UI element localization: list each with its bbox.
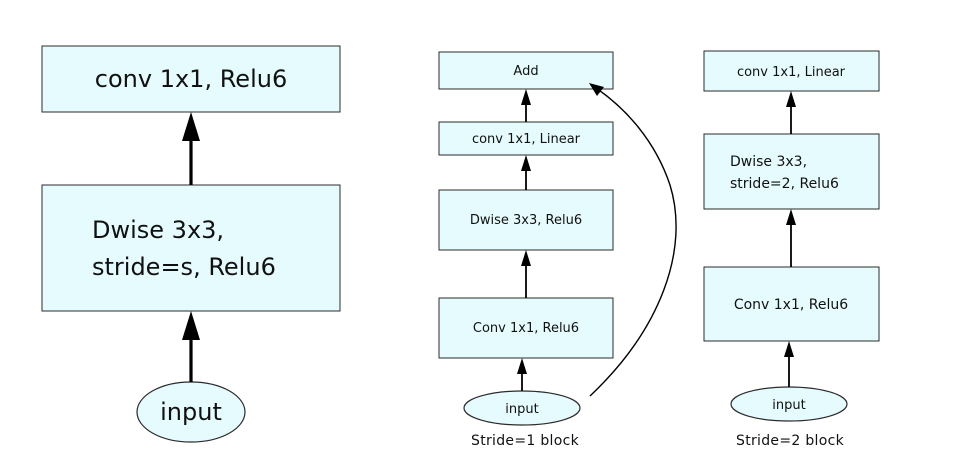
stride1-arrowhead-linear-to-add [521,89,531,105]
stride1-input-label: input [505,402,538,417]
stride1-residual-connection [589,87,677,397]
stride1-arrowhead-dwise-to-linear [521,155,531,171]
left-dwise-box [41,184,341,312]
stride2-dwise-box [703,133,880,210]
stride2-diagram: conv 1x1, Linear Dwise 3x3, stride=2, Re… [703,50,880,449]
stride1-arrowhead-input-to-conv [517,358,527,374]
stride1-add-label: Add [513,64,538,79]
stride2-conv-relu-box [703,266,880,342]
stride1-arrowhead-conv-to-dwise [521,250,531,266]
left-conv-box [41,45,341,113]
stride1-conv-linear-label: conv 1x1, Linear [472,132,581,147]
stride1-diagram: Add conv 1x1, Linear Dwise 3x3, Relu6 Co… [438,51,677,449]
stride2-conv-linear-label: conv 1x1, Linear [737,65,846,80]
stride1-conv-relu-label: Conv 1x1, Relu6 [473,321,579,336]
left-diagram: conv 1x1, Relu6 Dwise 3x3, stride=s, Rel… [41,45,341,443]
left-dwise-label-line1: Dwise 3x3, [92,216,224,244]
left-arrowhead-input-to-dwise [182,311,200,340]
stride1-dwise-label: Dwise 3x3, Relu6 [470,213,582,228]
stride2-caption: Stride=2 block [736,433,845,449]
stride1-caption: Stride=1 block [471,433,580,449]
stride1-residual-arrowhead [589,83,604,96]
stride2-arrowhead-input-to-conv [784,341,794,357]
left-input-label: input [160,398,222,426]
stride2-arrowhead-conv-to-dwise [786,209,796,225]
left-dwise-label-line2: stride=s, Relu6 [92,253,276,281]
stride2-dwise-label-line1: Dwise 3x3, [730,154,807,170]
stride2-conv-relu-label: Conv 1x1, Relu6 [734,297,848,313]
left-arrowhead-dwise-to-conv [182,112,200,141]
stride2-conv-linear-box [703,50,880,92]
stride2-input-label: input [772,398,805,413]
left-conv-label: conv 1x1, Relu6 [95,65,287,93]
stride2-arrowhead-dwise-to-linear [786,91,796,107]
stride2-dwise-label-line2: stride=2, Relu6 [730,176,839,192]
